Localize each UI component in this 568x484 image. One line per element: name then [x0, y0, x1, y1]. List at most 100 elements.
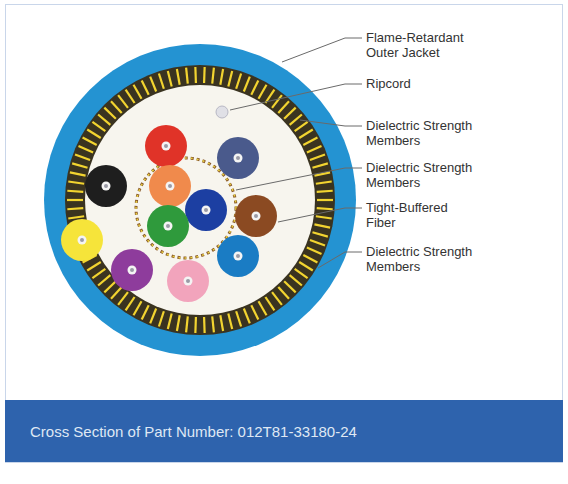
tight-buffered-fiber: [147, 205, 189, 247]
yarn-strand: [312, 232, 327, 236]
inner-core: [85, 85, 315, 315]
fiber-core: [78, 236, 87, 245]
yarn-strand: [118, 95, 128, 108]
yarn-strand: [317, 191, 333, 192]
yarn-strand: [67, 208, 83, 209]
yarn-strand: [251, 305, 258, 319]
yarn-strand: [236, 311, 241, 326]
yarn-strand: [307, 248, 322, 255]
fiber-center: [204, 208, 208, 212]
yarn-strand: [104, 281, 116, 292]
fiber-center: [168, 184, 172, 188]
fiber-center: [166, 224, 170, 228]
fiber-core: [234, 252, 243, 261]
callout-label: Dielectric Strength Members: [366, 160, 488, 190]
fiber-core: [252, 212, 261, 221]
yarn-strand: [92, 122, 105, 131]
yarn-strand: [159, 311, 164, 326]
yarn-strand: [290, 275, 302, 285]
fiber-center: [130, 268, 134, 272]
yarn-strand: [150, 77, 156, 92]
fiber-core: [128, 266, 137, 275]
fiber-buffer: [147, 205, 189, 247]
yarn-strand: [259, 85, 267, 99]
yarn-strand: [67, 191, 83, 192]
leader-line: [300, 120, 362, 126]
fiber-buffer: [61, 219, 103, 261]
frame: [6, 5, 563, 463]
yarn-strand: [78, 146, 93, 153]
ripcord: [216, 106, 228, 118]
yarn-strand: [265, 297, 274, 310]
yarn-strand: [307, 146, 322, 153]
yarn-strand: [236, 74, 241, 89]
yarn-strand: [317, 199, 333, 201]
yarn-strand: [98, 275, 110, 285]
yarn-strand: [310, 240, 325, 245]
leader-line: [278, 208, 362, 222]
yarn-strand: [272, 95, 282, 108]
callout-label: Ripcord: [366, 76, 486, 91]
fiber-center: [236, 254, 240, 258]
tight-buffered-fiber: [149, 165, 191, 207]
yarn-strand: [98, 115, 110, 125]
yarn-strand: [142, 80, 149, 94]
yarn-strand: [299, 262, 313, 270]
fiber-buffer: [111, 249, 153, 291]
yarn-strand: [203, 67, 206, 83]
yarn-strand: [134, 85, 142, 99]
yarn-strand: [312, 163, 327, 167]
yarn-strand: [220, 69, 223, 85]
yarn-strand: [310, 155, 325, 160]
fiber-buffer: [149, 165, 191, 207]
callout-label: Flame-Retardant Outer Jacket: [366, 30, 486, 60]
yarn-strand: [177, 69, 180, 85]
fiber-core: [164, 222, 173, 231]
leader-line: [318, 252, 362, 268]
leader-line: [236, 168, 362, 190]
yarn-strand: [295, 269, 308, 278]
yarn-strand: [278, 101, 289, 113]
yarn-strand: [251, 80, 258, 94]
yarn-strand: [244, 77, 250, 92]
fiber-core: [202, 206, 211, 215]
yarn-strand: [220, 315, 223, 331]
leader-lines: [230, 38, 362, 268]
yarn-strand: [111, 101, 122, 113]
tight-buffered-fiber: [111, 249, 153, 291]
yarn-strand: [177, 315, 180, 331]
tight-buffered-fiber: [217, 137, 259, 179]
fiber-buffer: [217, 235, 259, 277]
fiber-buffer: [167, 260, 209, 302]
strength-yarn: [67, 67, 333, 333]
yarn-strand: [87, 130, 101, 138]
yarn-strand: [212, 316, 214, 332]
outer-jacket: [44, 44, 356, 356]
callout-label: Dielectric Strength Members: [366, 118, 488, 148]
yarn-strand: [72, 163, 87, 167]
yarn-strand: [87, 262, 101, 270]
fibers: [61, 125, 277, 302]
yarn-strand: [284, 108, 296, 119]
tight-buffered-fiber: [185, 189, 227, 231]
yarn-strand: [299, 130, 313, 138]
central-strength-member: [136, 158, 236, 258]
fiber-center: [80, 238, 84, 242]
yarn-strand: [314, 224, 330, 227]
central-strength-member-yarn: [136, 158, 236, 258]
yarn-strand: [67, 199, 83, 201]
fiber-core: [162, 142, 171, 151]
leader-line: [282, 38, 362, 62]
yarn-strand: [83, 138, 97, 146]
yarn-strand: [104, 108, 116, 119]
yarn-strand: [111, 287, 122, 299]
fiber-core: [166, 182, 175, 191]
yarn-strand: [159, 74, 164, 89]
yarn-strand: [316, 181, 332, 183]
callout-label: Tight-Buffered Fiber: [366, 200, 466, 230]
yarn-strand: [278, 287, 289, 299]
yarn-strand: [68, 181, 84, 183]
yarn-strand: [284, 281, 296, 292]
fiber-buffer: [217, 137, 259, 179]
fiber-buffer: [235, 195, 277, 237]
